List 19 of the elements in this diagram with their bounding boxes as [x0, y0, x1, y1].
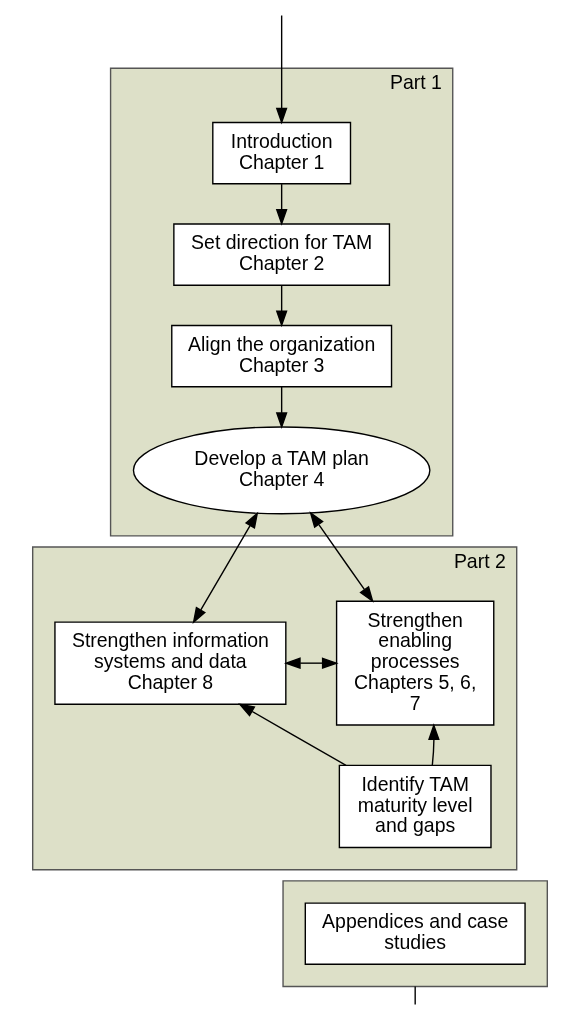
cluster [281, 880, 548, 988]
node-box: Set direction for TAM Chapter 2 [172, 223, 390, 286]
node-box: Identify TAM maturity level and gaps [338, 764, 492, 849]
arrow [275, 14, 287, 125]
arrow [192, 511, 258, 624]
arrow [308, 511, 374, 603]
node-ellipse: Develop a TAM plan Chapter 4 [132, 426, 431, 515]
connector [414, 985, 416, 1006]
arrow [283, 657, 339, 669]
node-box: Introduction Chapter 1 [211, 121, 351, 185]
arrow [275, 386, 287, 429]
node-box: Strengthen enabling processes Chapters 5, 6, 7 [335, 600, 494, 726]
arrow [237, 703, 347, 766]
node-box: Align the organization Chapter 3 [170, 324, 392, 388]
arrow [427, 723, 440, 766]
node-box: Strengthen information systems and data Chapter 8 [53, 621, 287, 705]
arrow [275, 284, 287, 328]
arrow [275, 183, 287, 226]
node-box: Appendices and case studies [304, 902, 526, 965]
